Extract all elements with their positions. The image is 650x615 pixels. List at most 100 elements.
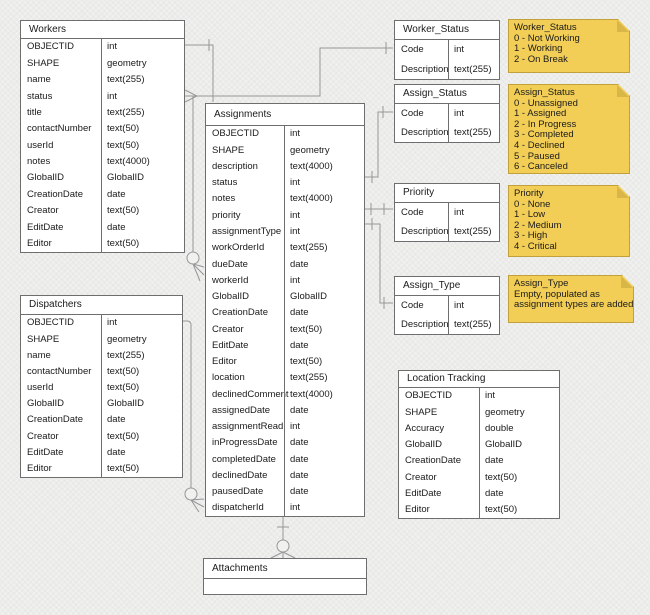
connector-dispatchers-assignments-dispatcherid[interactable] [183, 320, 205, 513]
connector-assignments-assign-status[interactable] [365, 106, 393, 183]
field-list: Code int Description text(255) [395, 296, 499, 334]
entity-attachments[interactable]: Attachments [203, 558, 367, 595]
field-name: Creator [405, 471, 437, 483]
entity-dispatchers[interactable]: Dispatchers OBJECTID int SHAPE geometry … [20, 295, 183, 478]
field-name: assignmentType [212, 225, 282, 237]
field-type: GlobalID [101, 170, 184, 187]
field-name: Description [401, 318, 449, 330]
field-name: Editor [212, 356, 237, 368]
field-type: int [284, 126, 364, 143]
entity-assign-status[interactable]: Assign_Status Code int Description text(… [394, 84, 500, 143]
field-type: int [479, 388, 559, 405]
field-name: notes [212, 193, 236, 205]
field-type: date [479, 453, 559, 470]
connector-workers-worker-status[interactable] [184, 42, 393, 103]
field-type: text(50) [479, 469, 559, 486]
field-name: CreationDate [405, 455, 461, 467]
one-tick-icon [371, 218, 385, 309]
field-name: SHAPE [212, 144, 245, 156]
note-title: Priority [514, 188, 544, 199]
entity-assignments[interactable]: Assignments OBJECTID int SHAPE geometry … [205, 103, 365, 518]
field-row: OBJECTID int [206, 126, 364, 143]
field-row: name text(255) [21, 71, 184, 89]
field-row: notes text(4000) [206, 191, 364, 208]
entity-workers[interactable]: Workers OBJECTID int SHAPE geometry name… [20, 20, 185, 253]
field-name: OBJECTID [405, 390, 452, 402]
field-name: EditDate [212, 339, 249, 351]
field-name: dueDate [212, 258, 248, 270]
field-row: Creator text(50) [21, 428, 182, 445]
field-row: EditDate date [21, 444, 182, 461]
field-row: Code int [395, 104, 499, 123]
field-name: priority [212, 209, 241, 221]
field-name: CreationDate [212, 307, 268, 319]
field-name: GlobalID [405, 439, 442, 451]
connector-assignments-attachments[interactable] [270, 515, 296, 559]
field-name: SHAPE [27, 333, 60, 345]
field-type: date [284, 483, 364, 501]
field-type: text(255) [284, 369, 364, 387]
field-row: status int [206, 174, 364, 192]
connector-workers-assignments-workerid[interactable] [186, 96, 205, 282]
entity-priority[interactable]: Priority Code int Description text(255) [394, 183, 500, 242]
entity-worker-status[interactable]: Worker_Status Code int Description text(… [394, 20, 500, 80]
field-row: Creator text(50) [206, 321, 364, 338]
field-row: workOrderId text(255) [206, 239, 364, 257]
field-row: contactNumber text(50) [21, 363, 182, 380]
field-name: title [27, 106, 42, 118]
field-name: OBJECTID [27, 41, 74, 53]
field-row: title text(255) [21, 104, 184, 121]
field-name: Creator [212, 323, 244, 335]
connector-assignments-assign-type[interactable] [365, 218, 393, 309]
field-type: date [101, 186, 184, 203]
field-type: text(255) [448, 123, 499, 142]
field-row: dispatcherId int [206, 500, 364, 517]
field-type: int [284, 500, 364, 517]
connector-workers-assignments[interactable] [185, 39, 214, 102]
field-row: EditDate date [399, 485, 559, 502]
entity-location-tracking[interactable]: Location Tracking OBJECTID int SHAPE geo… [398, 370, 560, 519]
entity-title: Priority [395, 184, 499, 203]
field-name: declinedDate [212, 469, 268, 481]
note-line: 3 - High [514, 230, 548, 242]
field-name: Code [401, 299, 424, 311]
note-line: 2 - Medium [514, 219, 562, 231]
field-type: text(255) [101, 104, 184, 121]
field-name: Creator [27, 430, 59, 442]
entity-assign-type[interactable]: Assign_Type Code int Description text(25… [394, 276, 500, 335]
note-line: 0 - Unassigned [514, 97, 578, 109]
field-type: date [284, 435, 364, 452]
entity-title: Worker_Status [395, 21, 499, 40]
field-name: contactNumber [27, 365, 92, 377]
field-name: Creator [27, 205, 59, 217]
field-row: status int [21, 88, 184, 105]
crowfoot-many-icon [192, 263, 205, 282]
field-type: GlobalID [284, 288, 364, 305]
field-row: description text(4000) [206, 158, 364, 175]
field-type: int [101, 88, 184, 105]
field-name: inProgressDate [212, 437, 278, 449]
field-name: GlobalID [27, 172, 64, 184]
field-type: int [101, 315, 182, 332]
field-row: Code int [395, 203, 499, 222]
entity-title: Workers [21, 21, 184, 39]
connector-assignments-priority[interactable] [365, 203, 393, 215]
field-row: Code int [395, 40, 499, 60]
field-name: name [27, 349, 51, 361]
field-type: text(50) [101, 460, 182, 477]
field-row: workerId int [206, 272, 364, 289]
note-line: 5 - Paused [514, 150, 560, 162]
entity-title: Assignments [206, 104, 364, 126]
field-list: OBJECTID int SHAPE geometry name text(25… [21, 39, 184, 252]
field-row: userId text(50) [21, 137, 184, 154]
field-row: OBJECTID int [399, 388, 559, 405]
note-line: 1 - Working [514, 43, 563, 55]
field-type: int [448, 104, 499, 123]
field-type: date [284, 402, 364, 419]
note-title: Assign_Status [514, 87, 575, 98]
